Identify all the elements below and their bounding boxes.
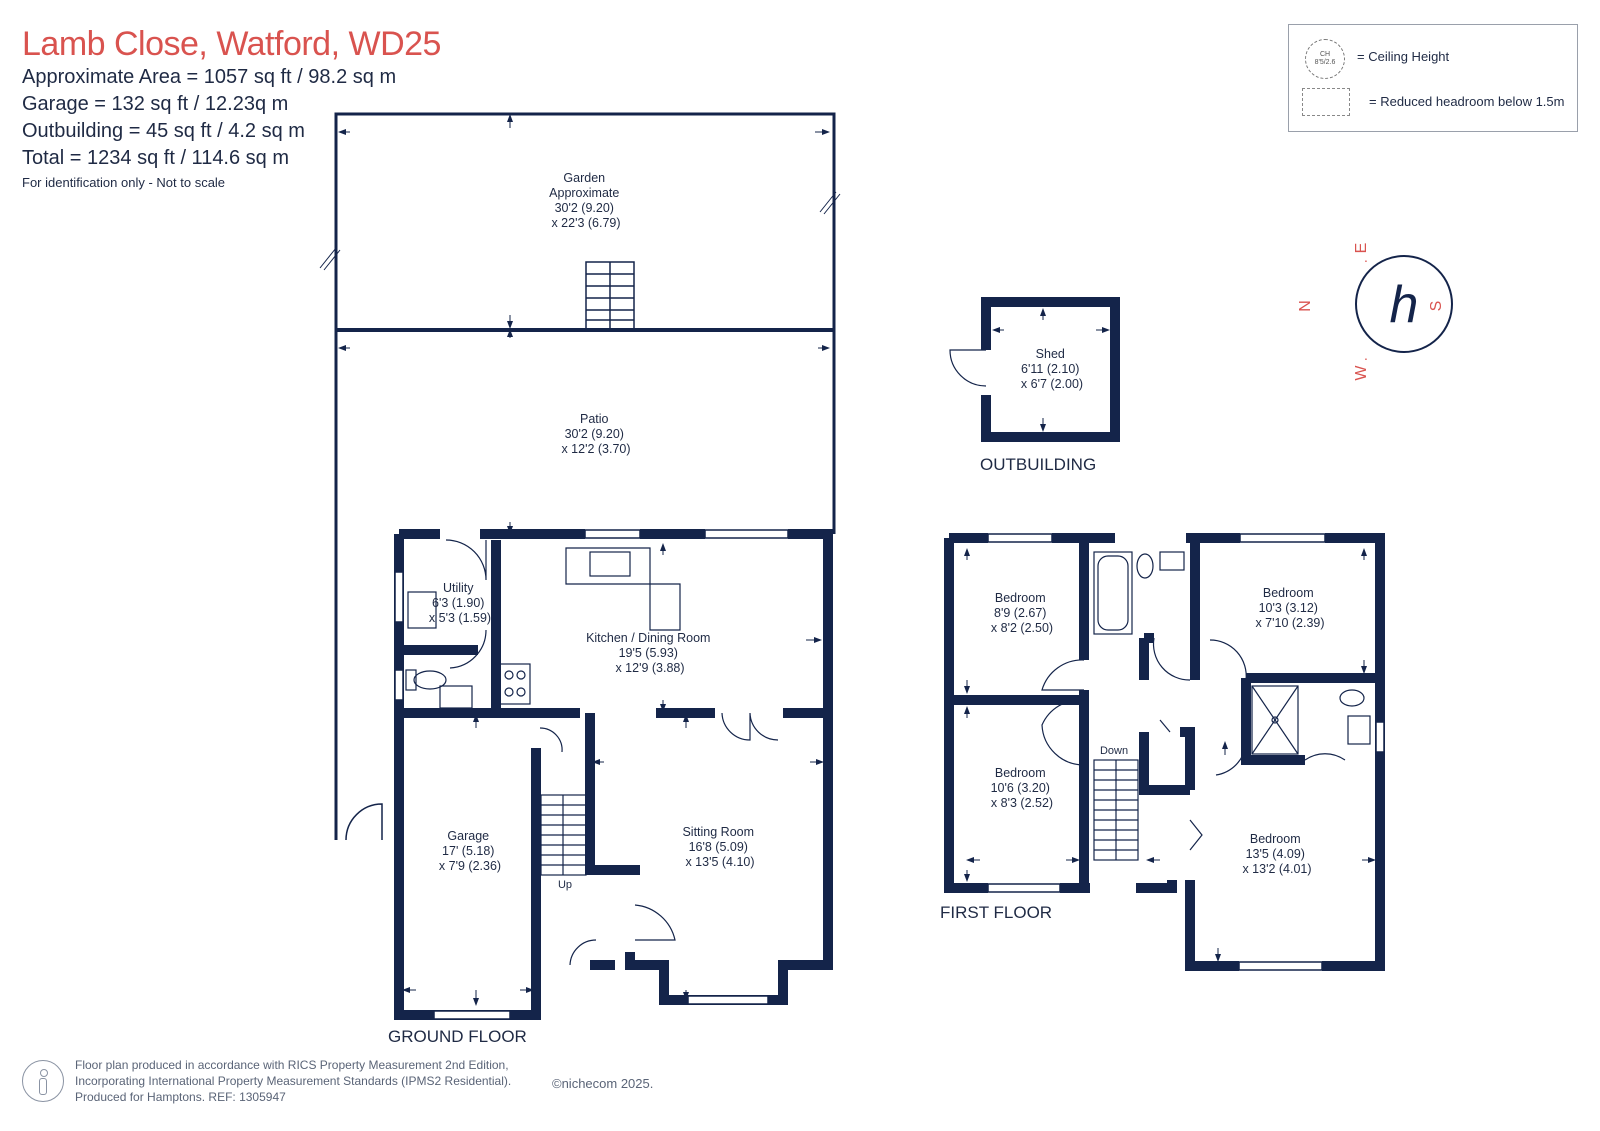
ceiling-height-label: = Ceiling Height	[1357, 49, 1450, 64]
property-title: Lamb Close, Watford, WD25	[22, 25, 441, 63]
outbuilding-area: Outbuilding = 45 sq ft / 4.2 sq m	[22, 120, 305, 142]
compass-e: E	[1353, 243, 1370, 254]
plan-header: Lamb Close, Watford, WD25 Approximate Ar…	[22, 24, 442, 194]
compass-n: N	[1297, 300, 1314, 312]
compass-dot-e: .	[1364, 249, 1368, 265]
compass-w: W	[1353, 365, 1370, 381]
room-utility: Utility 6'3 (1.90) x 5'3 (1.59)	[429, 581, 491, 625]
room-kitchen: Kitchen / Dining Room 19'5 (5.93) x 12'9…	[586, 631, 714, 675]
compass-dot-w: .	[1364, 347, 1368, 363]
room-garage: Garage 17' (5.18) x 7'9 (2.36)	[439, 829, 501, 873]
compass-s: S	[1428, 301, 1445, 312]
footer-line-3: Produced for Hamptons. REF: 1305947	[75, 1090, 286, 1104]
compass-logo: h	[1390, 276, 1419, 334]
first-floor-windows	[987, 533, 1385, 971]
ground-stairs	[540, 794, 587, 876]
copyright: ©nichecom 2025.	[552, 1076, 654, 1091]
room-shed: Shed 6'11 (2.10) x 6'7 (2.00)	[1021, 347, 1083, 391]
ground-floor-label: GROUND FLOOR	[388, 1027, 527, 1046]
outbuilding-label: OUTBUILDING	[980, 455, 1096, 474]
stairs-up-label: Up	[558, 879, 572, 891]
shed-door	[949, 349, 987, 387]
disclaimer: For identification only - Not to scale	[22, 175, 226, 190]
ground-floor-fixtures	[405, 539, 779, 966]
room-bedroom-2: Bedroom 10'3 (3.12) x 7'10 (2.39)	[1255, 586, 1324, 630]
ground-floor-dimension-marks	[402, 543, 824, 1006]
info-icon	[22, 1060, 64, 1102]
total-area: Total = 1234 sq ft / 114.6 sq m	[22, 147, 290, 169]
ceiling-symbol-top: CH	[1319, 51, 1331, 58]
legend-box: CH 8'5/2.6 = Ceiling Height = Reduced he…	[1288, 24, 1578, 132]
first-floor-fixtures	[1041, 551, 1371, 851]
ceiling-symbol-bottom: 8'5/2.6	[1314, 59, 1336, 66]
shed-walls	[981, 297, 1120, 442]
compass-rose: h N E . S W .	[1297, 243, 1453, 381]
garden-dimension-marks	[319, 114, 841, 534]
room-patio: Patio 30'2 (9.20) x 12'2 (3.70)	[561, 412, 630, 456]
reduced-headroom-label: = Reduced headroom below 1.5m	[1369, 94, 1565, 109]
stairs-down-label: Down	[1100, 745, 1128, 757]
room-bedroom-3: Bedroom 10'6 (3.20) x 8'3 (2.52)	[991, 766, 1054, 810]
room-sitting: Sitting Room 16'8 (5.09) x 13'5 (4.10)	[682, 825, 757, 869]
garden-steps	[585, 261, 635, 331]
footer-line-2: Incorporating International Property Mea…	[75, 1074, 512, 1088]
shed-dimension-marks	[992, 308, 1110, 432]
garden-outline	[334, 112, 836, 840]
footer-line-1: Floor plan produced in accordance with R…	[75, 1058, 509, 1072]
garage-area: Garage = 132 sq ft / 12.23q m	[22, 93, 289, 115]
garden-side-gate	[345, 803, 383, 841]
approximate-area: Approximate Area = 1057 sq ft / 98.2 sq …	[22, 66, 397, 88]
reduced-headroom-icon	[1302, 88, 1350, 116]
plan-footer: Floor plan produced in accordance with R…	[22, 1058, 722, 1116]
ground-floor-windows	[394, 529, 789, 1020]
room-garden: Garden Approximate 30'2 (9.20) x 22'3 (6…	[549, 171, 623, 230]
first-floor-label: FIRST FLOOR	[940, 903, 1052, 922]
first-floor-dimension-marks	[964, 548, 1376, 962]
ceiling-height-icon: CH 8'5/2.6	[1305, 39, 1345, 79]
room-bedroom-1: Bedroom 8'9 (2.67) x 8'2 (2.50)	[991, 591, 1053, 635]
room-bedroom-4: Bedroom 13'5 (4.09) x 13'2 (4.01)	[1242, 832, 1311, 876]
first-stairs	[1093, 759, 1139, 861]
